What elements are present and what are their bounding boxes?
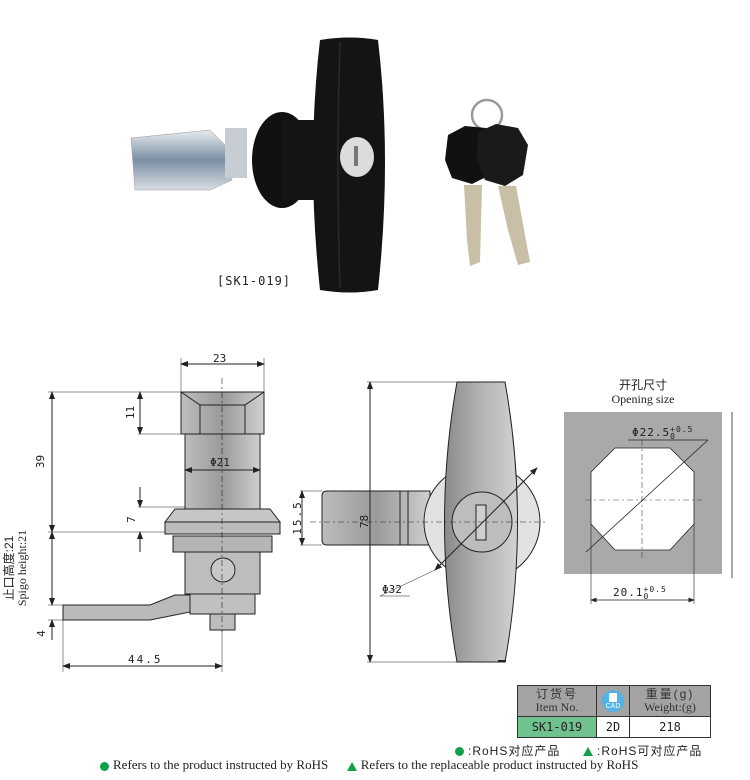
- header-item-no: 订货号 Item No.: [517, 685, 597, 717]
- dim-total-height: 39: [34, 454, 48, 469]
- header-weight-en: Weight:(g): [644, 700, 696, 714]
- cad-icon: CAD: [602, 690, 624, 712]
- rohs-cn-text: :RoHS对应产品: [468, 744, 561, 758]
- dim-cam-length: 44.5: [128, 653, 163, 666]
- opening-title-en: Opening size: [611, 392, 675, 406]
- dim-body-diameter: Φ21: [210, 456, 230, 469]
- opening-diameter-tol-lower: 0: [670, 432, 676, 441]
- opening-width-value: 20.1: [613, 586, 644, 599]
- weight-cell: 218: [629, 716, 711, 738]
- cad-cell[interactable]: 2D: [596, 716, 630, 738]
- keys-photo: [445, 98, 530, 266]
- dim-cam-width: 15.5: [290, 500, 304, 535]
- header-item-no-cn: 订货号: [535, 687, 578, 701]
- rohs-dot-icon-en: [100, 761, 109, 771]
- header-item-no-en: Item No.: [535, 700, 579, 714]
- divider-mark: [498, 660, 506, 662]
- rohs-notes-en: Refers to the product instructed by RoHS…: [100, 757, 638, 773]
- header-weight: 重量(g) Weight:(g): [629, 685, 711, 717]
- rohs-en-text: Refers to the product instructed by RoHS: [113, 757, 329, 772]
- item-no-cell: SK1-019: [517, 716, 597, 738]
- rohs-dot-icon: [455, 747, 464, 757]
- opening-width-tol-upper: +0.5: [643, 585, 667, 594]
- rohs-notes-cn: :RoHS对应产品 :RoHS可对应产品: [455, 742, 702, 759]
- rohs-replaceable-en-text: Refers to the replaceable product instru…: [360, 757, 639, 772]
- dim-width-top: 23: [213, 352, 227, 365]
- product-photo-label: [SK1-019]: [217, 274, 292, 288]
- dim-bezel-diameter: Φ32: [382, 583, 402, 596]
- opening-size-drawing: [564, 412, 733, 604]
- spigo-label-en: Spigo height:21: [15, 529, 29, 607]
- opening-title-cn: 开孔尺寸: [618, 378, 667, 392]
- opening-size-title: 开孔尺寸 Opening size: [598, 378, 688, 406]
- rohs-triangle-icon: [583, 747, 594, 757]
- dim-cam-thickness: 4: [34, 630, 48, 637]
- front-view-drawing: [299, 381, 545, 663]
- dim-head-height: 11: [124, 405, 138, 420]
- opening-width-tol-lower: 0: [643, 592, 650, 601]
- header-cad: CAD: [596, 685, 630, 717]
- cad-icon-label: CAD: [605, 703, 621, 710]
- side-view-drawing: [48, 358, 282, 672]
- opening-diameter-tol-upper: +0.5: [670, 425, 694, 434]
- rohs-triangle-icon-en: [346, 761, 357, 771]
- rohs-replaceable-cn-text: :RoHS可对应产品: [597, 744, 703, 758]
- spigo-height-label: 止口高度:21 Spigo height:21: [2, 508, 29, 628]
- dim-handle-length: 78: [358, 514, 372, 529]
- dim-flange-height: 7: [124, 516, 138, 523]
- opening-diameter-value: Φ22.5: [632, 426, 671, 439]
- spec-table: 订货号 Item No. CAD 重量(g) Weight:(g) SK1-01…: [517, 685, 711, 738]
- header-weight-cn: 重量(g): [645, 687, 695, 701]
- lock-photo: [130, 37, 385, 293]
